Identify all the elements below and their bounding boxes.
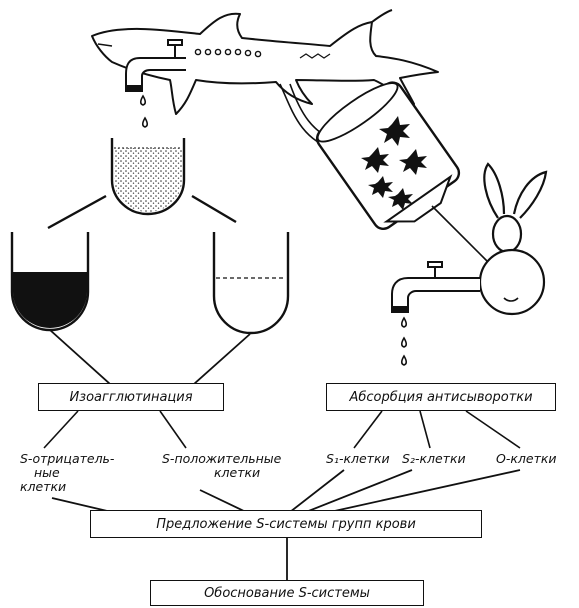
dark-test-tube-icon (12, 232, 88, 330)
absorption-box: Абсорбция антисыворотки (326, 383, 556, 411)
absorption-tube-icon (310, 74, 469, 241)
isoagglutination-box: Изоагглютинация (38, 383, 224, 411)
syringe-needle (432, 206, 488, 262)
isoagglutination-label: Изоагглютинация (69, 390, 192, 405)
to-proposal-lines (52, 470, 520, 514)
justification-label: Обоснование S-системы (204, 586, 370, 601)
stippled-test-tube-icon (112, 138, 184, 214)
proposal-label: Предложение S-системы групп крови (156, 517, 416, 532)
s-negative-label: S-отрицатель- ные клетки (20, 452, 114, 494)
s-positive-label: S-положительные клетки (162, 452, 281, 480)
tube-to-iso-lines (50, 330, 250, 384)
proposal-box: Предложение S-системы групп крови (90, 510, 482, 538)
abs-to-label-lines (354, 411, 520, 448)
s2-cells-label: S₂-клетки (402, 452, 466, 465)
drops-2 (402, 318, 407, 365)
absorption-label: Абсорбция антисыворотки (349, 390, 532, 405)
clear-test-tube-icon (214, 232, 288, 333)
s1-cells-label: S₁-клетки (326, 452, 390, 465)
drops-1 (141, 96, 148, 127)
o-cells-label: O-клетки (496, 452, 557, 465)
justification-box: Обоснование S-системы (150, 580, 424, 606)
rabbit-faucet-icon (392, 262, 480, 312)
iso-to-label-lines (44, 411, 186, 448)
rabbit-icon (480, 164, 546, 314)
